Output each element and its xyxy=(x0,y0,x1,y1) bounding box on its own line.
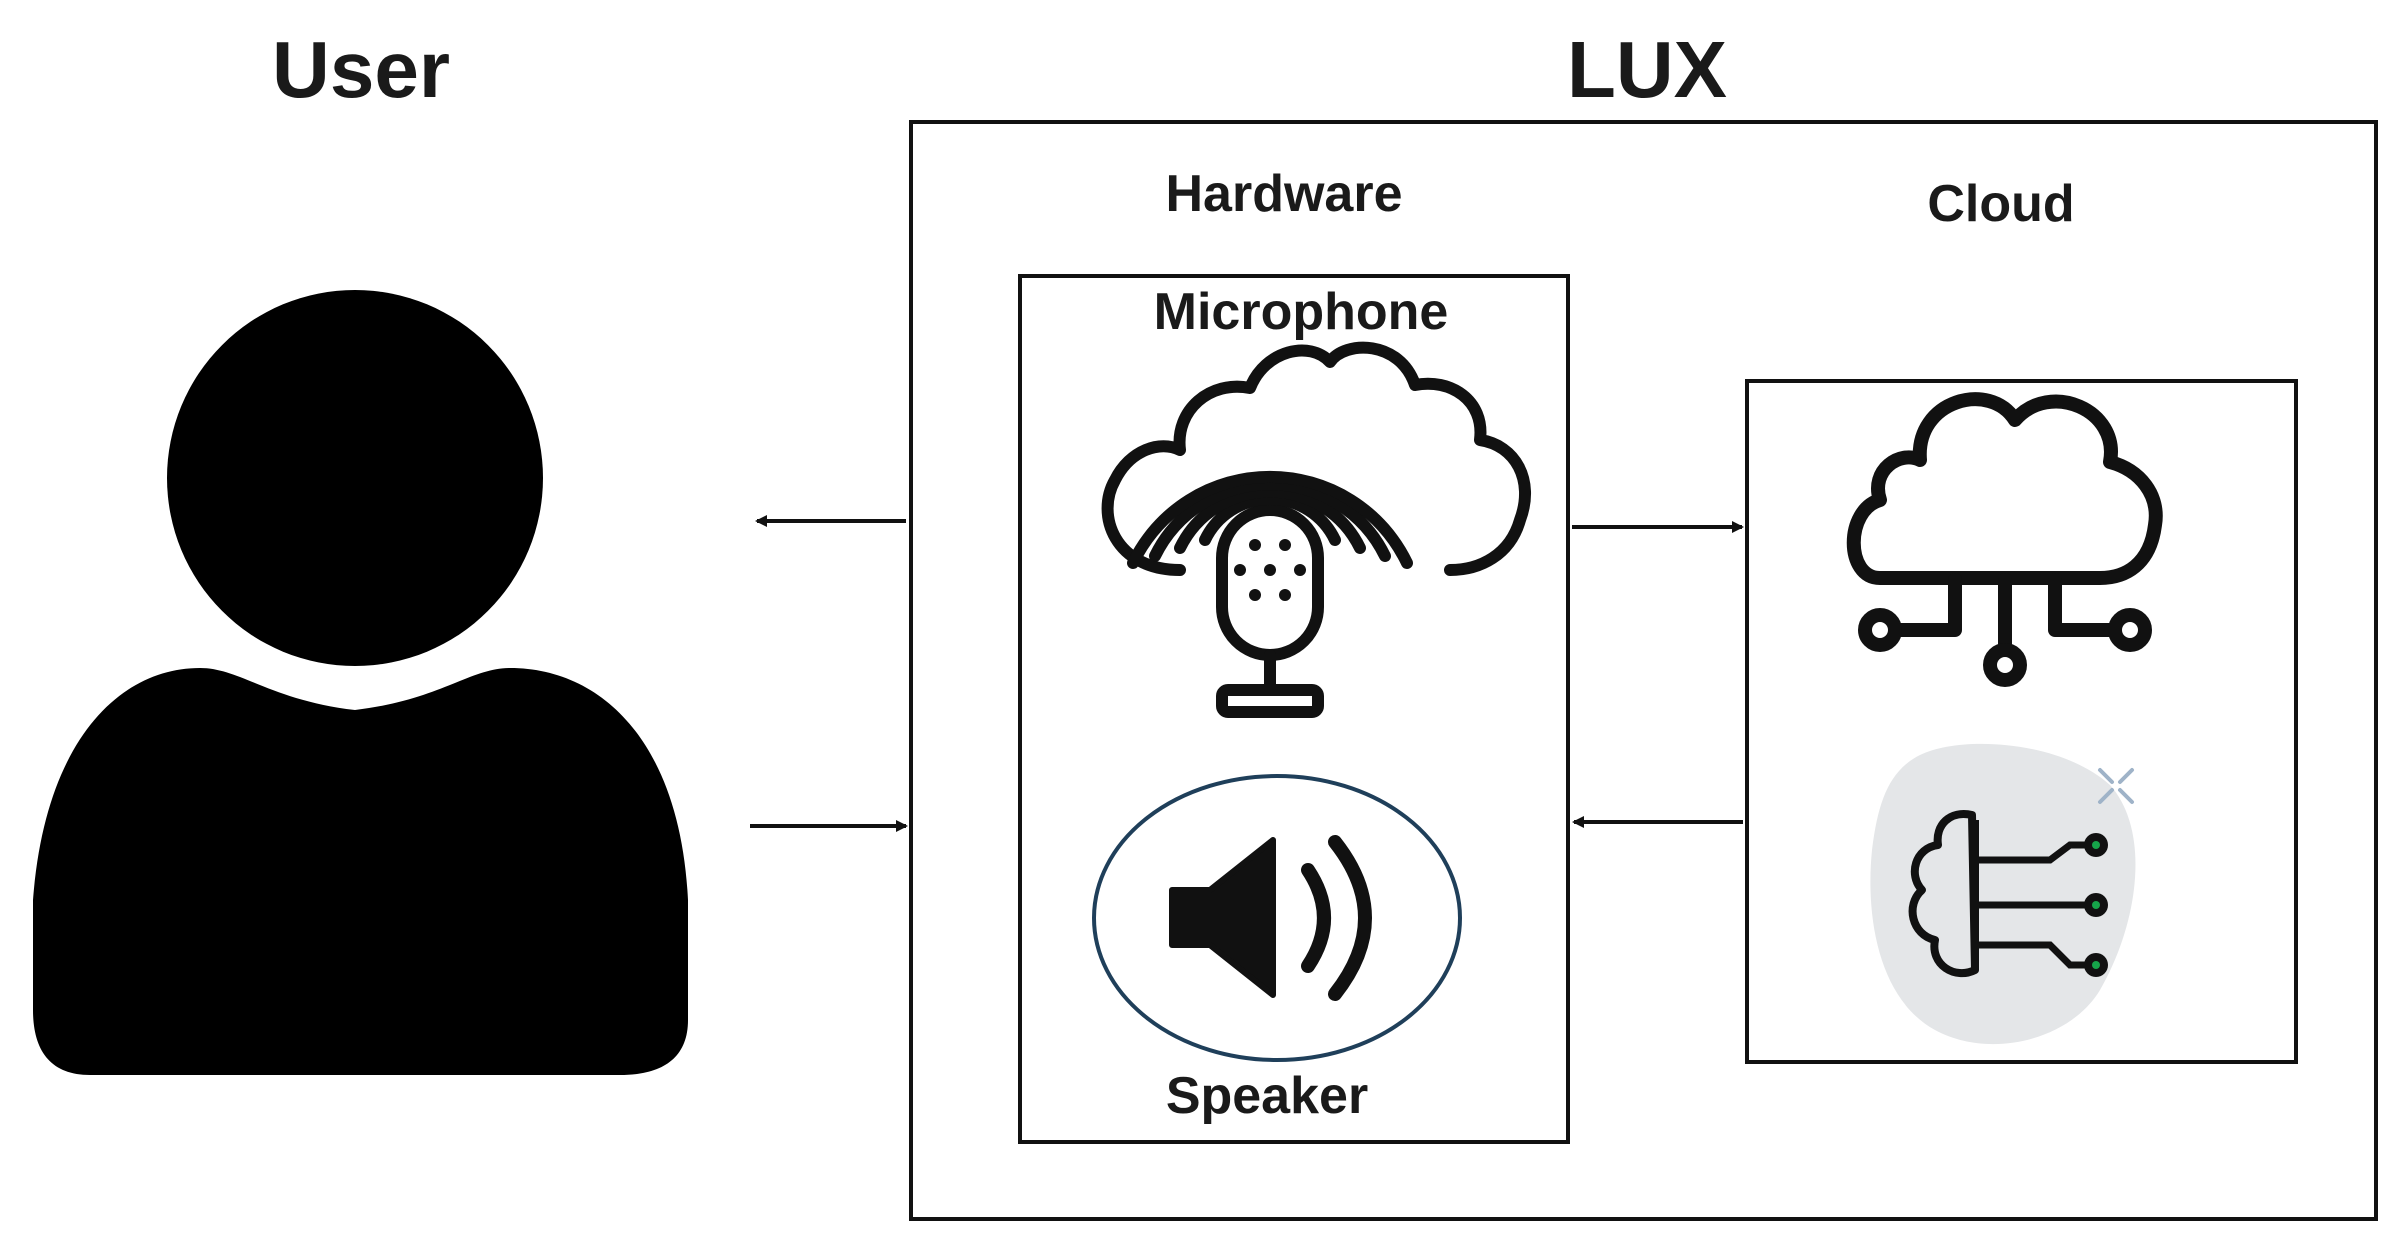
speaker-label: Speaker xyxy=(1165,1067,1369,1125)
cloud-microphone-icon xyxy=(1101,341,1531,718)
hardware-box xyxy=(1018,274,1570,1144)
cloud-network-icon xyxy=(1846,392,2163,687)
cloud-label: Cloud xyxy=(1927,175,2075,233)
hardware-label: Hardware xyxy=(1165,165,1403,223)
speaker-icon xyxy=(1092,774,1462,1062)
user-title: User xyxy=(272,25,450,114)
brain-circuit-icon xyxy=(1870,743,2136,1045)
microphone-label: Microphone xyxy=(1153,283,1449,341)
cloud-box xyxy=(1745,379,2298,1064)
lux-container xyxy=(909,120,2378,1221)
user-icon xyxy=(33,290,688,1075)
lux-title: LUX xyxy=(1567,25,1727,114)
